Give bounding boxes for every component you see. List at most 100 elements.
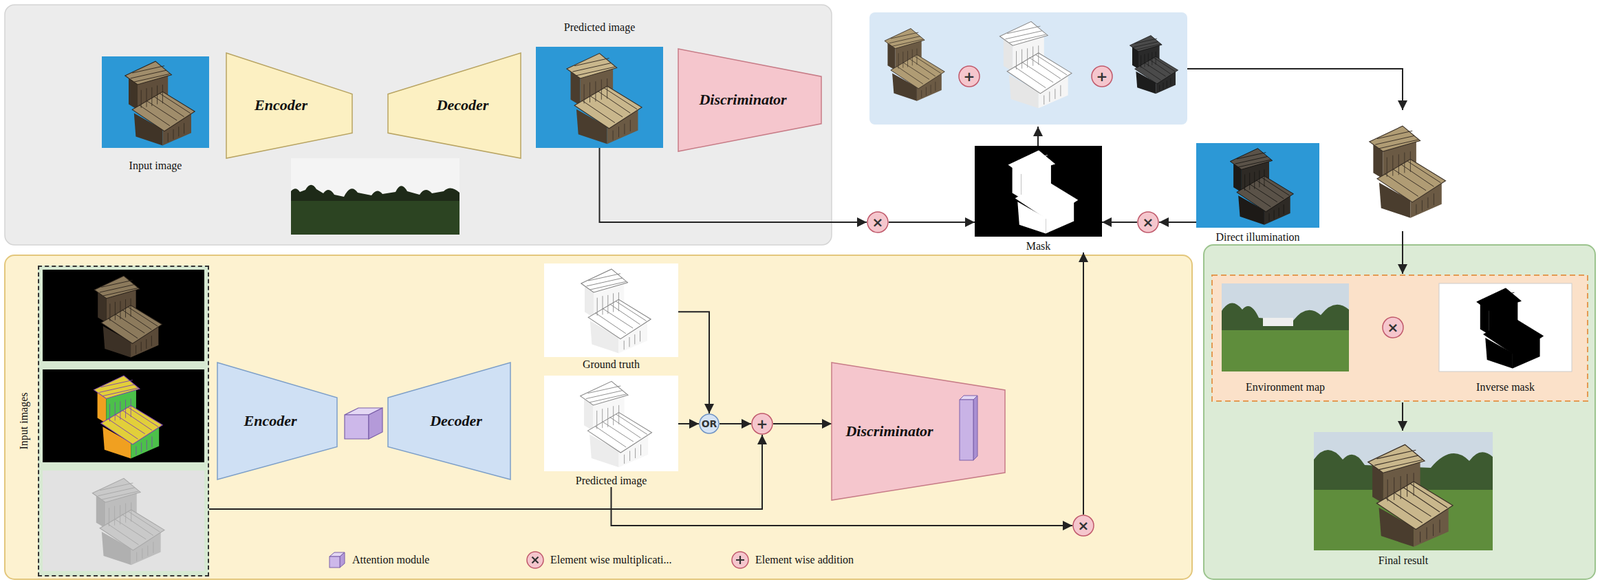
connector-arrow <box>678 423 699 425</box>
multiplication-operator: × <box>1381 316 1404 339</box>
ground-truth-image: Ground truth <box>544 263 679 371</box>
operator-sample <box>731 551 749 569</box>
house-picture <box>94 275 162 358</box>
image-caption: Input image <box>129 158 183 172</box>
input-images-group: Input images <box>37 265 210 577</box>
block-title: Discriminator <box>698 90 787 109</box>
depth-picture <box>92 478 165 565</box>
operator-symbol: × <box>1142 215 1155 230</box>
connector-arrow <box>599 147 868 223</box>
house-picture <box>884 28 945 101</box>
predicted-image: Predicted image <box>544 375 679 488</box>
image-caption: Predicted image <box>575 473 648 488</box>
operator-symbol: + <box>963 69 976 84</box>
flow-wire <box>1037 126 1039 146</box>
image-background <box>544 263 679 358</box>
operator-circle <box>699 414 719 434</box>
block-title: Encoder <box>254 96 308 115</box>
direct-illumination-image: Direct illumination <box>1196 143 1320 244</box>
segmentation-picture <box>93 375 163 459</box>
legend-text: Element wise multiplicati... <box>550 553 672 567</box>
image-caption: Input images <box>17 392 31 450</box>
image-background <box>544 375 679 472</box>
landscape-sky <box>290 158 460 235</box>
house-sketch <box>580 381 653 468</box>
inverse-mask-silhouette <box>1476 288 1544 369</box>
encoder-block: Encoder <box>226 52 353 159</box>
environment-grass <box>1221 330 1349 372</box>
mask-silhouette <box>1008 150 1078 234</box>
composite-panel <box>869 12 1188 125</box>
addition-operator: + <box>751 412 774 435</box>
image-caption: Final result <box>1378 553 1429 567</box>
environment-building <box>1262 317 1294 327</box>
network-trapezoid <box>387 362 511 480</box>
inverse-mask-image: Inverse mask <box>1439 283 1572 394</box>
image-caption: Direct illumination <box>1215 230 1300 244</box>
decoder-block: Decoder <box>387 52 521 159</box>
decoder-block: Decoder <box>387 362 511 480</box>
image-caption: Predicted image <box>564 20 636 34</box>
connector-arrow <box>1082 252 1085 515</box>
network-trapezoid <box>226 52 353 159</box>
block-title: Decoder <box>436 96 490 115</box>
legend-sample <box>730 550 750 570</box>
input-images-ground <box>37 265 210 577</box>
multiplication-operator: × <box>866 211 889 234</box>
image-background <box>42 269 205 362</box>
legend-entry: Element wise multiplicati... <box>525 550 672 570</box>
operator-circle <box>1382 317 1404 338</box>
image-background <box>1196 143 1320 228</box>
top-panel <box>4 4 832 245</box>
connector-arrow <box>719 423 752 425</box>
house-picture <box>566 53 642 145</box>
connector-arrow <box>678 311 710 414</box>
environment-map-image: Environment map <box>1221 283 1349 394</box>
network-trapezoid <box>387 52 521 159</box>
network-trapezoid <box>217 362 338 480</box>
connector-arrow <box>1159 221 1197 223</box>
mask-image: Mask <box>974 145 1102 253</box>
operator-symbol: + <box>756 416 769 431</box>
operator-sample <box>526 551 544 569</box>
predicted-image: Predicted image <box>535 20 664 148</box>
image-background <box>42 470 205 571</box>
cube-sample <box>339 552 345 568</box>
image-background <box>535 46 664 148</box>
operator-sample <box>736 555 745 565</box>
operator-sample <box>532 557 539 564</box>
landscape-trees <box>290 185 460 201</box>
operator-circle <box>867 211 889 233</box>
final-sky <box>1313 431 1493 551</box>
block-title: Decoder <box>429 412 483 430</box>
image-caption: Mask <box>1026 239 1052 253</box>
legend-entry: Element wise addition <box>730 550 854 570</box>
legend-sample <box>327 550 347 570</box>
flow-wire <box>1401 231 1404 274</box>
legend-text: Element wise addition <box>755 553 854 567</box>
house-shading <box>1229 148 1294 225</box>
legend-sample <box>525 550 545 570</box>
environment-trees <box>1221 302 1349 335</box>
legend-entry: Attention module <box>327 550 430 570</box>
connector-arrow <box>1101 221 1138 223</box>
image-caption: Inverse mask <box>1476 380 1535 394</box>
addition-operator: + <box>958 65 981 88</box>
bottom-panel <box>4 255 1193 580</box>
final-result-image: Final result <box>1313 431 1493 567</box>
house-sketch <box>581 268 651 353</box>
network-trapezoid <box>678 48 822 152</box>
or-operator: OR <box>698 413 720 435</box>
environment-box <box>1212 275 1588 402</box>
multiplication-operator: × <box>1137 211 1160 234</box>
attention-bar <box>959 399 974 461</box>
operator-circle <box>1137 211 1159 233</box>
input-image: Input image <box>96 56 215 172</box>
image-caption: Ground truth <box>582 357 640 371</box>
multiplication-operator: × <box>1072 514 1095 537</box>
attention-cube <box>344 414 369 439</box>
addition-operator: + <box>1090 65 1113 88</box>
house-shading <box>1129 35 1178 95</box>
output-panel <box>1203 244 1596 580</box>
operator-symbol: × <box>872 215 884 230</box>
